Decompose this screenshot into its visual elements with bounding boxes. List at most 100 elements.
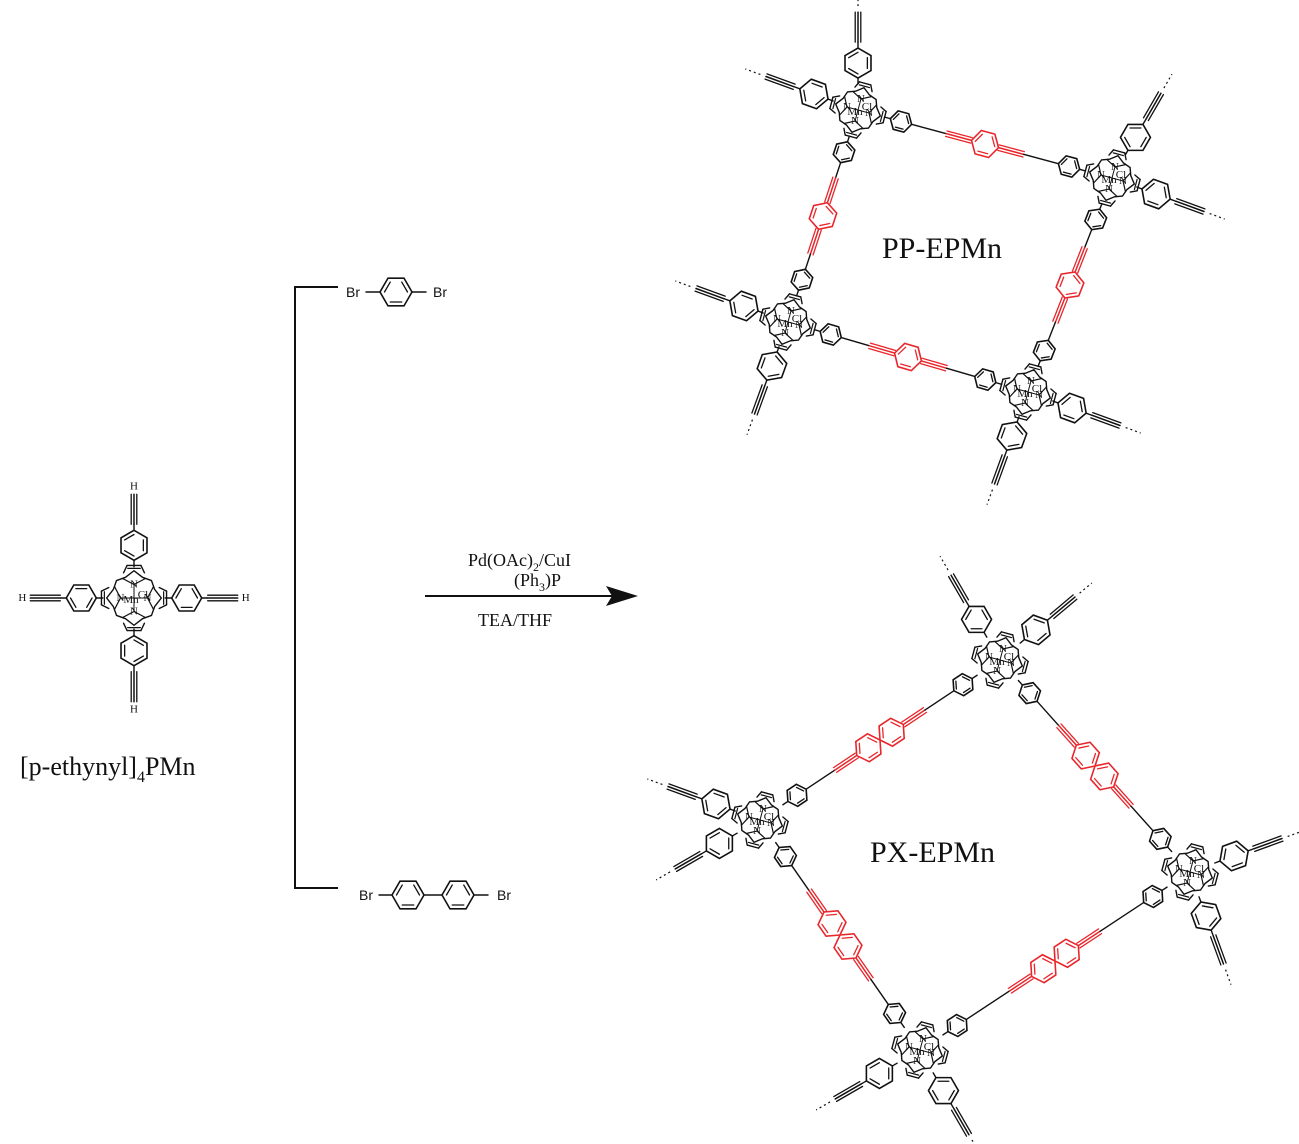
bond bbox=[990, 373, 994, 383]
bond bbox=[922, 1036, 934, 1040]
bond bbox=[826, 177, 837, 204]
bond bbox=[868, 112, 872, 124]
bond bbox=[901, 1046, 910, 1056]
bond bbox=[1075, 756, 1084, 766]
bond bbox=[952, 573, 970, 601]
porphyrin-macrocycle bbox=[1004, 368, 1052, 416]
bond bbox=[762, 309, 767, 322]
bond bbox=[1078, 745, 1090, 749]
continuation-dots bbox=[655, 871, 671, 881]
hydrogen-atom: H bbox=[18, 592, 26, 604]
bond bbox=[906, 1036, 910, 1048]
bond bbox=[787, 310, 792, 323]
nitrogen-atom: N bbox=[1105, 183, 1113, 195]
bond bbox=[1057, 948, 1059, 960]
bond bbox=[1176, 858, 1180, 870]
bond bbox=[955, 1106, 973, 1135]
nitrogen-atom: N bbox=[927, 1047, 935, 1059]
bond bbox=[1154, 830, 1164, 834]
bond bbox=[846, 106, 859, 111]
nitrogen-atom: N bbox=[1035, 389, 1043, 401]
bond bbox=[1009, 388, 1018, 398]
bond bbox=[1073, 160, 1078, 170]
bond bbox=[965, 600, 970, 608]
bond bbox=[795, 289, 800, 297]
bromine-atom: Br bbox=[433, 284, 447, 300]
benzene-ring bbox=[170, 584, 203, 612]
bond bbox=[955, 680, 958, 690]
bond bbox=[920, 362, 947, 372]
bond bbox=[774, 332, 786, 336]
bond bbox=[857, 955, 874, 979]
continuation-dots bbox=[1163, 73, 1173, 89]
bond bbox=[803, 89, 807, 102]
nitrogen-atom: N bbox=[843, 101, 851, 113]
condition-ligand: (Ph3)P bbox=[514, 570, 561, 594]
bond bbox=[760, 791, 774, 796]
bond bbox=[854, 120, 864, 129]
bond bbox=[889, 1005, 899, 1008]
benzene-ring bbox=[1018, 681, 1042, 705]
bond bbox=[1022, 656, 1029, 663]
bond bbox=[751, 384, 763, 414]
bond bbox=[930, 1044, 939, 1054]
benzene-ring bbox=[1083, 208, 1108, 231]
bond bbox=[700, 850, 708, 855]
bond bbox=[914, 349, 919, 361]
bond bbox=[1177, 893, 1190, 898]
benzene-ring bbox=[705, 827, 734, 860]
bond bbox=[788, 296, 801, 301]
benzene-ring bbox=[960, 605, 993, 634]
manganese-atom: Mn bbox=[123, 594, 139, 606]
bond bbox=[994, 641, 1004, 650]
bond bbox=[808, 889, 825, 913]
bond bbox=[898, 1012, 904, 1021]
bond bbox=[1078, 168, 1087, 172]
bond bbox=[858, 742, 861, 755]
bond bbox=[1110, 773, 1115, 785]
bond bbox=[985, 677, 988, 686]
bond bbox=[897, 346, 907, 355]
bond bbox=[1096, 766, 1109, 770]
benzene-ring bbox=[700, 788, 731, 820]
bond bbox=[774, 308, 778, 320]
manganese-atom: Mn bbox=[1179, 868, 1195, 880]
bond bbox=[986, 670, 998, 674]
continuation-dots bbox=[1209, 212, 1225, 220]
bond bbox=[1100, 174, 1113, 179]
bond bbox=[855, 132, 862, 139]
bond bbox=[881, 727, 884, 739]
bond bbox=[1060, 723, 1080, 744]
bond bbox=[1043, 972, 1053, 980]
bond bbox=[784, 820, 789, 834]
continuation-dots bbox=[1224, 969, 1232, 985]
bond bbox=[1053, 598, 1078, 620]
bond bbox=[950, 574, 967, 602]
bond bbox=[953, 1108, 970, 1136]
bond bbox=[1134, 174, 1141, 181]
bond bbox=[741, 816, 750, 826]
bond bbox=[806, 891, 823, 915]
bond bbox=[996, 670, 1006, 679]
bond bbox=[756, 819, 761, 832]
bond bbox=[668, 783, 698, 795]
bond bbox=[1111, 166, 1116, 179]
bond bbox=[812, 229, 822, 256]
bond bbox=[747, 841, 760, 846]
bond bbox=[401, 281, 409, 293]
nitrogen-atom: N bbox=[130, 578, 138, 590]
bond bbox=[1045, 404, 1054, 407]
bond bbox=[1108, 188, 1118, 197]
bond bbox=[793, 86, 801, 90]
chlorine-atom: Cl bbox=[924, 1041, 934, 1053]
bond bbox=[1027, 380, 1032, 393]
benzene-ring bbox=[1141, 178, 1172, 210]
bond bbox=[1073, 274, 1081, 285]
bond bbox=[1009, 975, 1033, 992]
bond bbox=[1099, 901, 1145, 932]
bond bbox=[146, 597, 154, 610]
bond bbox=[1145, 182, 1155, 191]
bond bbox=[900, 1021, 905, 1029]
bond bbox=[835, 757, 859, 773]
bond bbox=[977, 150, 989, 155]
